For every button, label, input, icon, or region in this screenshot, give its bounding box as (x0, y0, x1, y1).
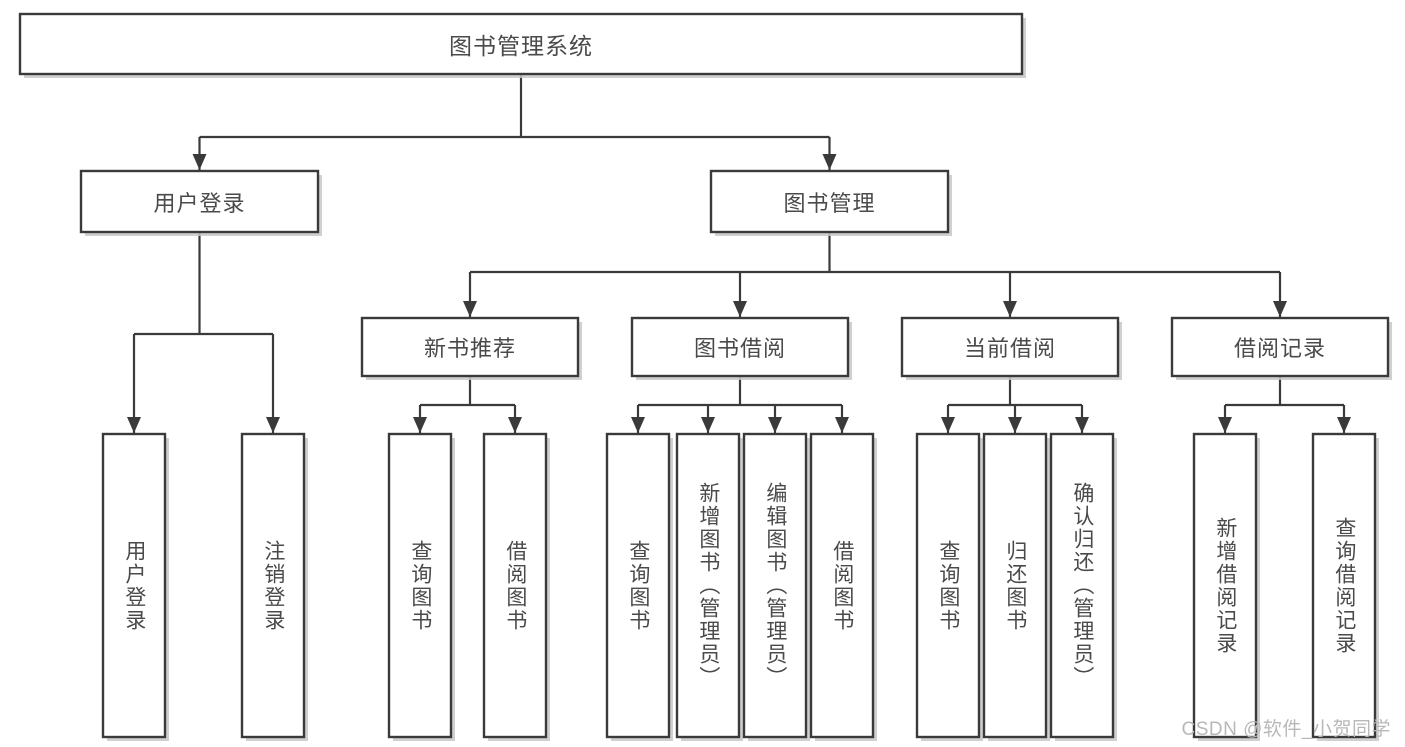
edges-layer (127, 74, 1351, 433)
node-box-user-login[interactable] (79, 169, 320, 234)
node-leaf-confirm-return-admin[interactable] (1051, 434, 1113, 737)
edge-arrowhead (822, 154, 837, 170)
node-box-leaf-query-book-recommend[interactable] (387, 432, 453, 739)
node-leaf-add-borrow-record[interactable] (1194, 434, 1256, 737)
edge-arrowhead (631, 417, 645, 433)
node-box-borrow-record[interactable] (1170, 316, 1390, 378)
node-box-book-management[interactable] (709, 169, 950, 234)
node-leaf-query-borrow-record[interactable] (1313, 434, 1375, 737)
node-box-leaf-query-book-current[interactable] (915, 432, 981, 739)
edge-arrowhead (463, 301, 477, 317)
node-book-management[interactable] (711, 171, 948, 232)
boxes-layer (18, 12, 1392, 741)
node-box-leaf-return-book[interactable] (982, 432, 1048, 739)
edge-arrowhead (1218, 417, 1232, 433)
node-leaf-edit-book-admin[interactable] (744, 434, 806, 737)
node-current-borrow[interactable] (902, 318, 1118, 376)
node-leaf-query-book-recommend[interactable] (389, 434, 451, 737)
node-box-leaf-confirm-return-admin[interactable] (1049, 432, 1115, 739)
node-box-leaf-user-login[interactable] (101, 432, 167, 739)
node-leaf-user-login[interactable] (103, 434, 165, 737)
edge-arrowhead (192, 154, 207, 170)
node-box-leaf-borrow-book[interactable] (809, 432, 875, 739)
node-leaf-borrow-book-recommend[interactable] (484, 434, 546, 737)
node-borrow-record[interactable] (1172, 318, 1388, 376)
node-leaf-add-book-admin[interactable] (677, 434, 739, 737)
edge-arrowhead (1273, 301, 1287, 317)
edge-arrowhead (266, 417, 280, 433)
node-leaf-borrow-book[interactable] (811, 434, 873, 737)
node-box-new-book-recommend[interactable] (360, 316, 580, 378)
node-leaf-logout[interactable] (242, 434, 304, 737)
node-box-leaf-borrow-book-recommend[interactable] (482, 432, 548, 739)
node-leaf-query-book-current[interactable] (917, 434, 979, 737)
edge-arrowhead (127, 417, 141, 433)
edge-arrowhead (1003, 301, 1017, 317)
edge-arrowhead (768, 417, 782, 433)
edge-arrowhead (1008, 417, 1022, 433)
node-box-current-borrow[interactable] (900, 316, 1120, 378)
node-box-leaf-logout[interactable] (240, 432, 306, 739)
node-box-leaf-edit-book-admin[interactable] (742, 432, 808, 739)
edge-arrowhead (413, 417, 427, 433)
node-box-leaf-query-book-borrow[interactable] (605, 432, 671, 739)
node-box-book-borrow[interactable] (630, 316, 850, 378)
edge-arrowhead (733, 301, 747, 317)
edge-arrowhead (941, 417, 955, 433)
node-box-root[interactable] (18, 12, 1024, 76)
node-leaf-return-book[interactable] (984, 434, 1046, 737)
edge-arrowhead (508, 417, 522, 433)
edge-arrowhead (1337, 417, 1351, 433)
node-user-login[interactable] (81, 171, 318, 232)
node-new-book-recommend[interactable] (362, 318, 578, 376)
edge-arrowhead (701, 417, 715, 433)
node-book-borrow[interactable] (632, 318, 848, 376)
node-box-leaf-add-book-admin[interactable] (675, 432, 741, 739)
edge-arrowhead (1075, 417, 1089, 433)
node-box-leaf-add-borrow-record[interactable] (1192, 432, 1258, 739)
node-leaf-query-book-borrow[interactable] (607, 434, 669, 737)
node-box-leaf-query-borrow-record[interactable] (1311, 432, 1377, 739)
node-root[interactable] (20, 14, 1022, 74)
edge-arrowhead (835, 417, 849, 433)
